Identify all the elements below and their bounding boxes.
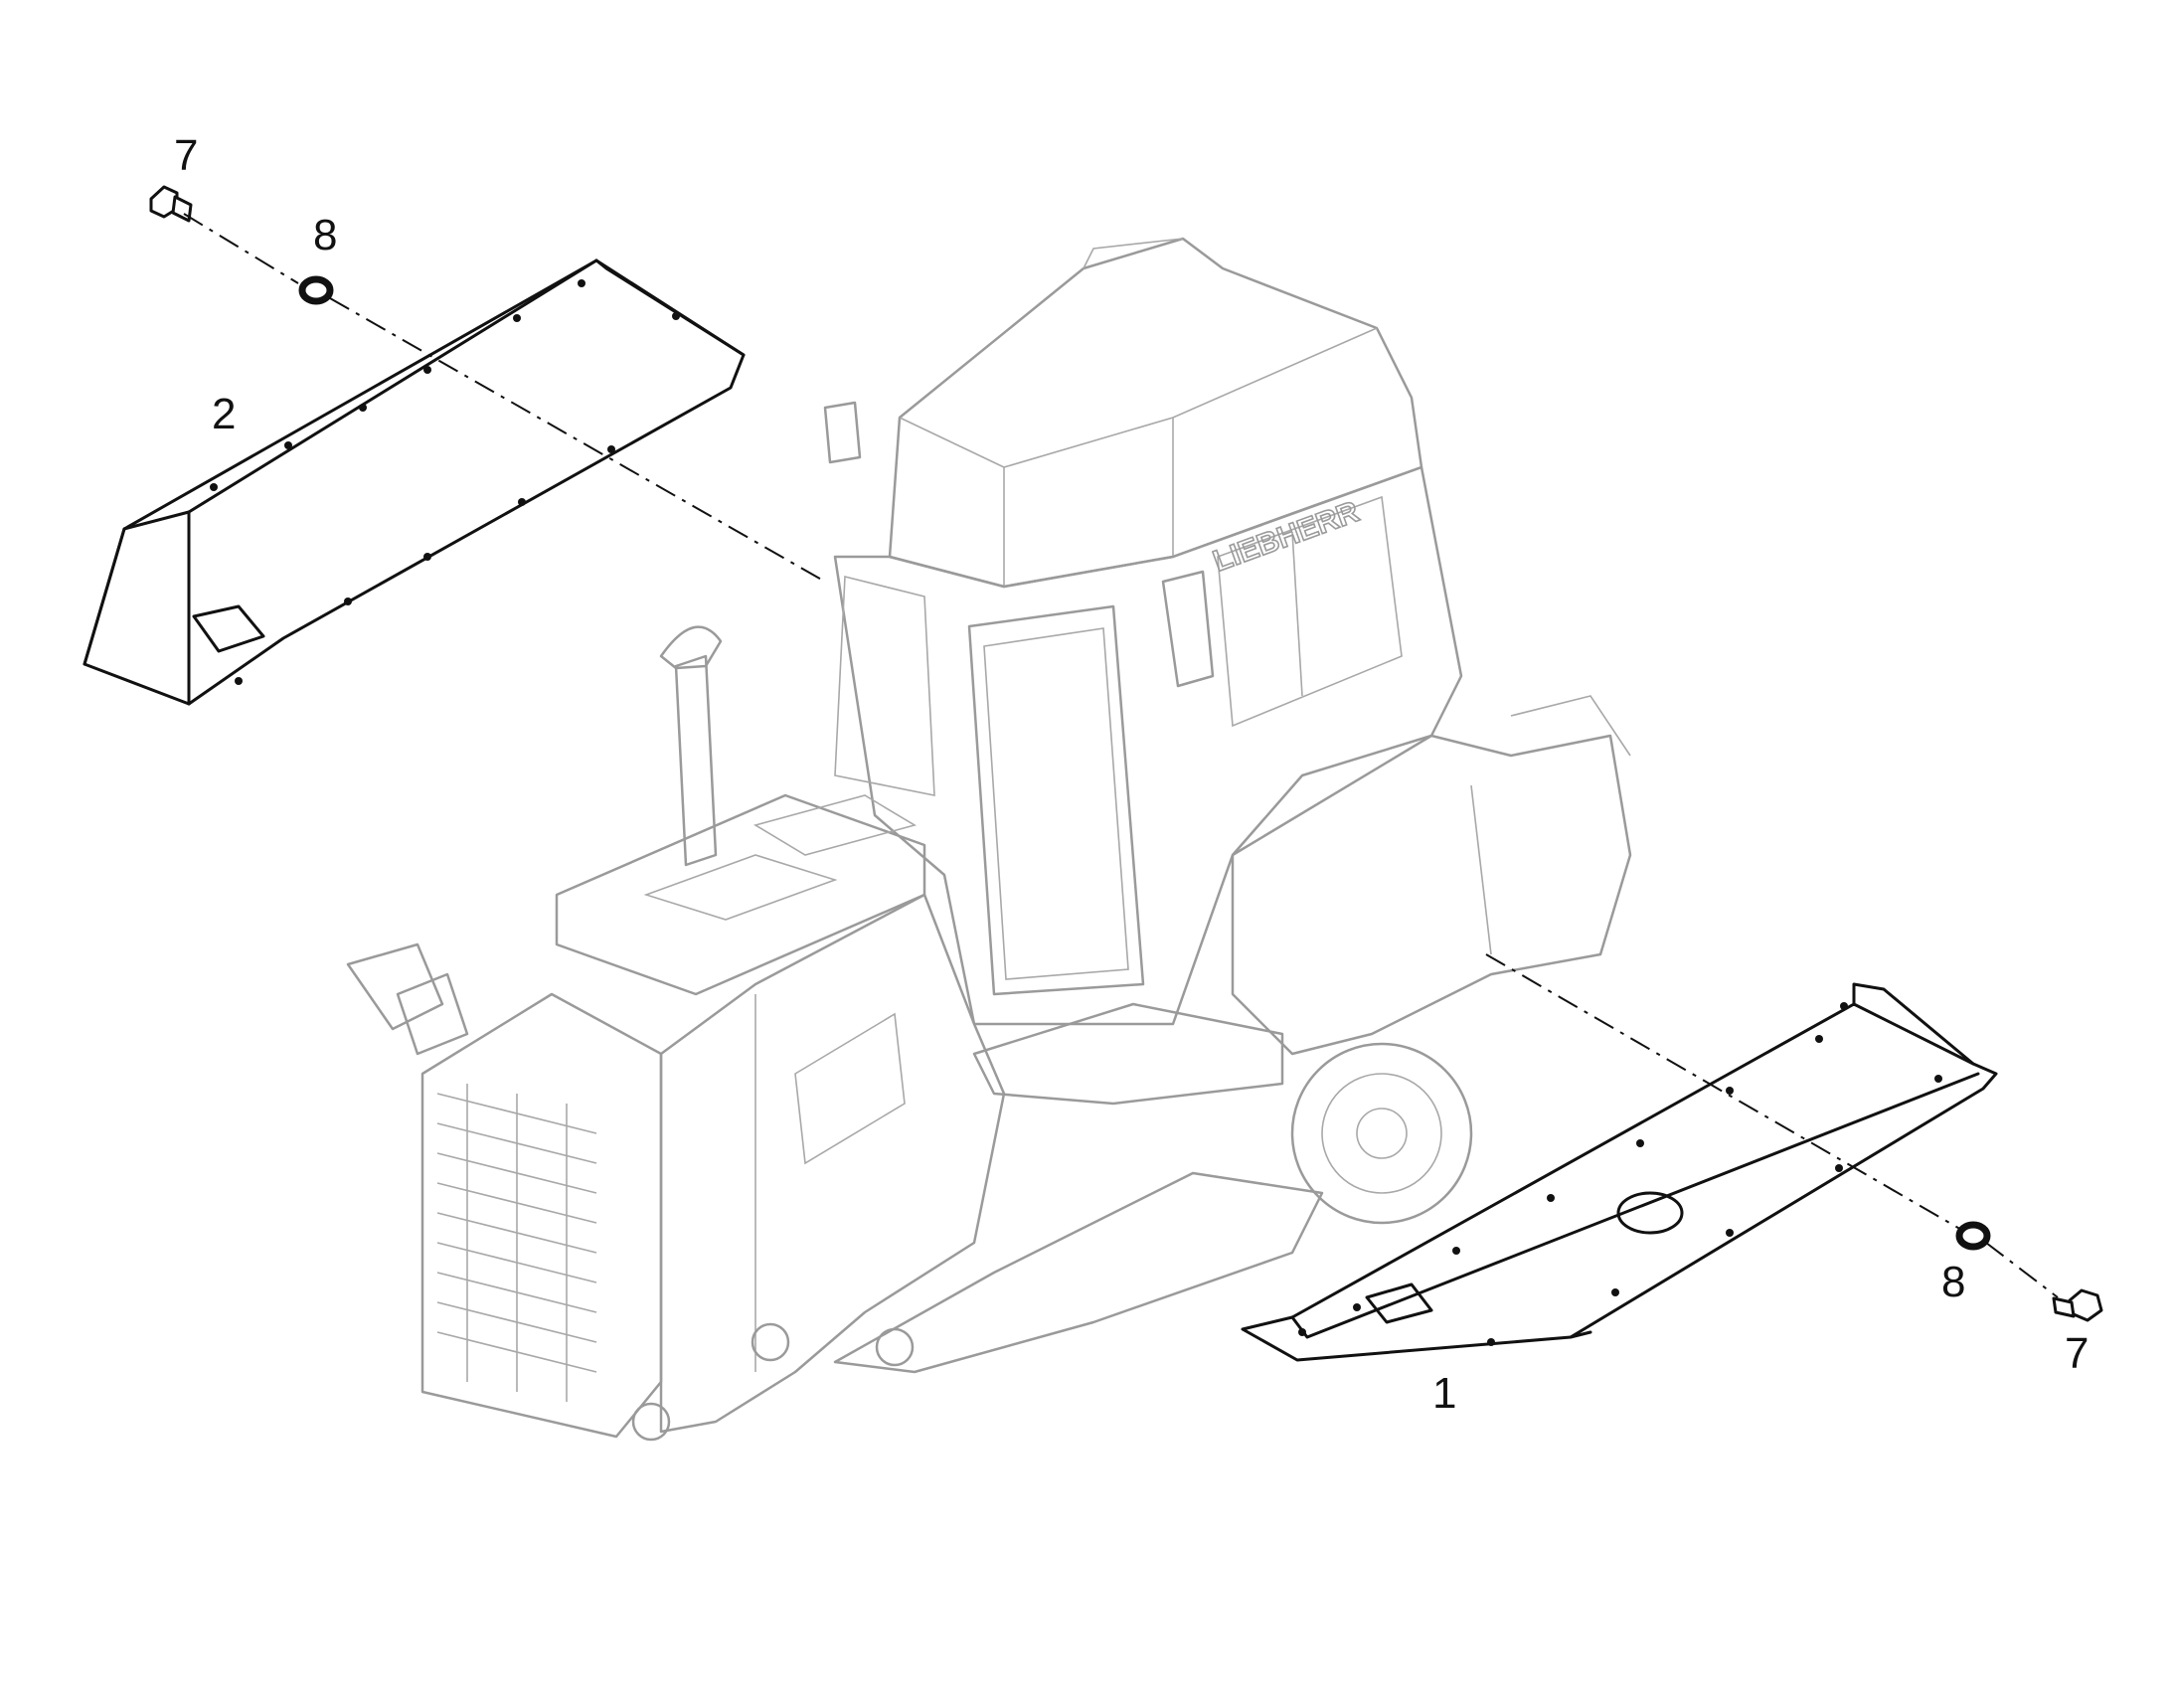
- cover-1-bolt-holes: [1298, 1002, 1942, 1346]
- callout-2: 2: [212, 390, 237, 438]
- callout-8-top: 8: [313, 211, 338, 259]
- radiator-grille: [436, 1084, 597, 1402]
- cover-part-2[interactable]: [83, 258, 746, 706]
- washer-8-bottom[interactable]: [1955, 1221, 1991, 1251]
- assembly-axis-lines: [183, 213, 2059, 1298]
- cover-2-bolt-holes: [210, 279, 680, 685]
- screw-7-top[interactable]: [149, 185, 193, 223]
- callout-8-bottom: 8: [1941, 1258, 1966, 1306]
- screw-7-bottom[interactable]: [2052, 1288, 2103, 1322]
- cover-part-1[interactable]: [1241, 982, 1998, 1362]
- callout-1: 1: [1432, 1369, 1457, 1418]
- callout-7-top: 7: [174, 131, 199, 180]
- washer-8-top[interactable]: [298, 275, 334, 305]
- callout-7-bottom: 7: [2065, 1329, 2089, 1378]
